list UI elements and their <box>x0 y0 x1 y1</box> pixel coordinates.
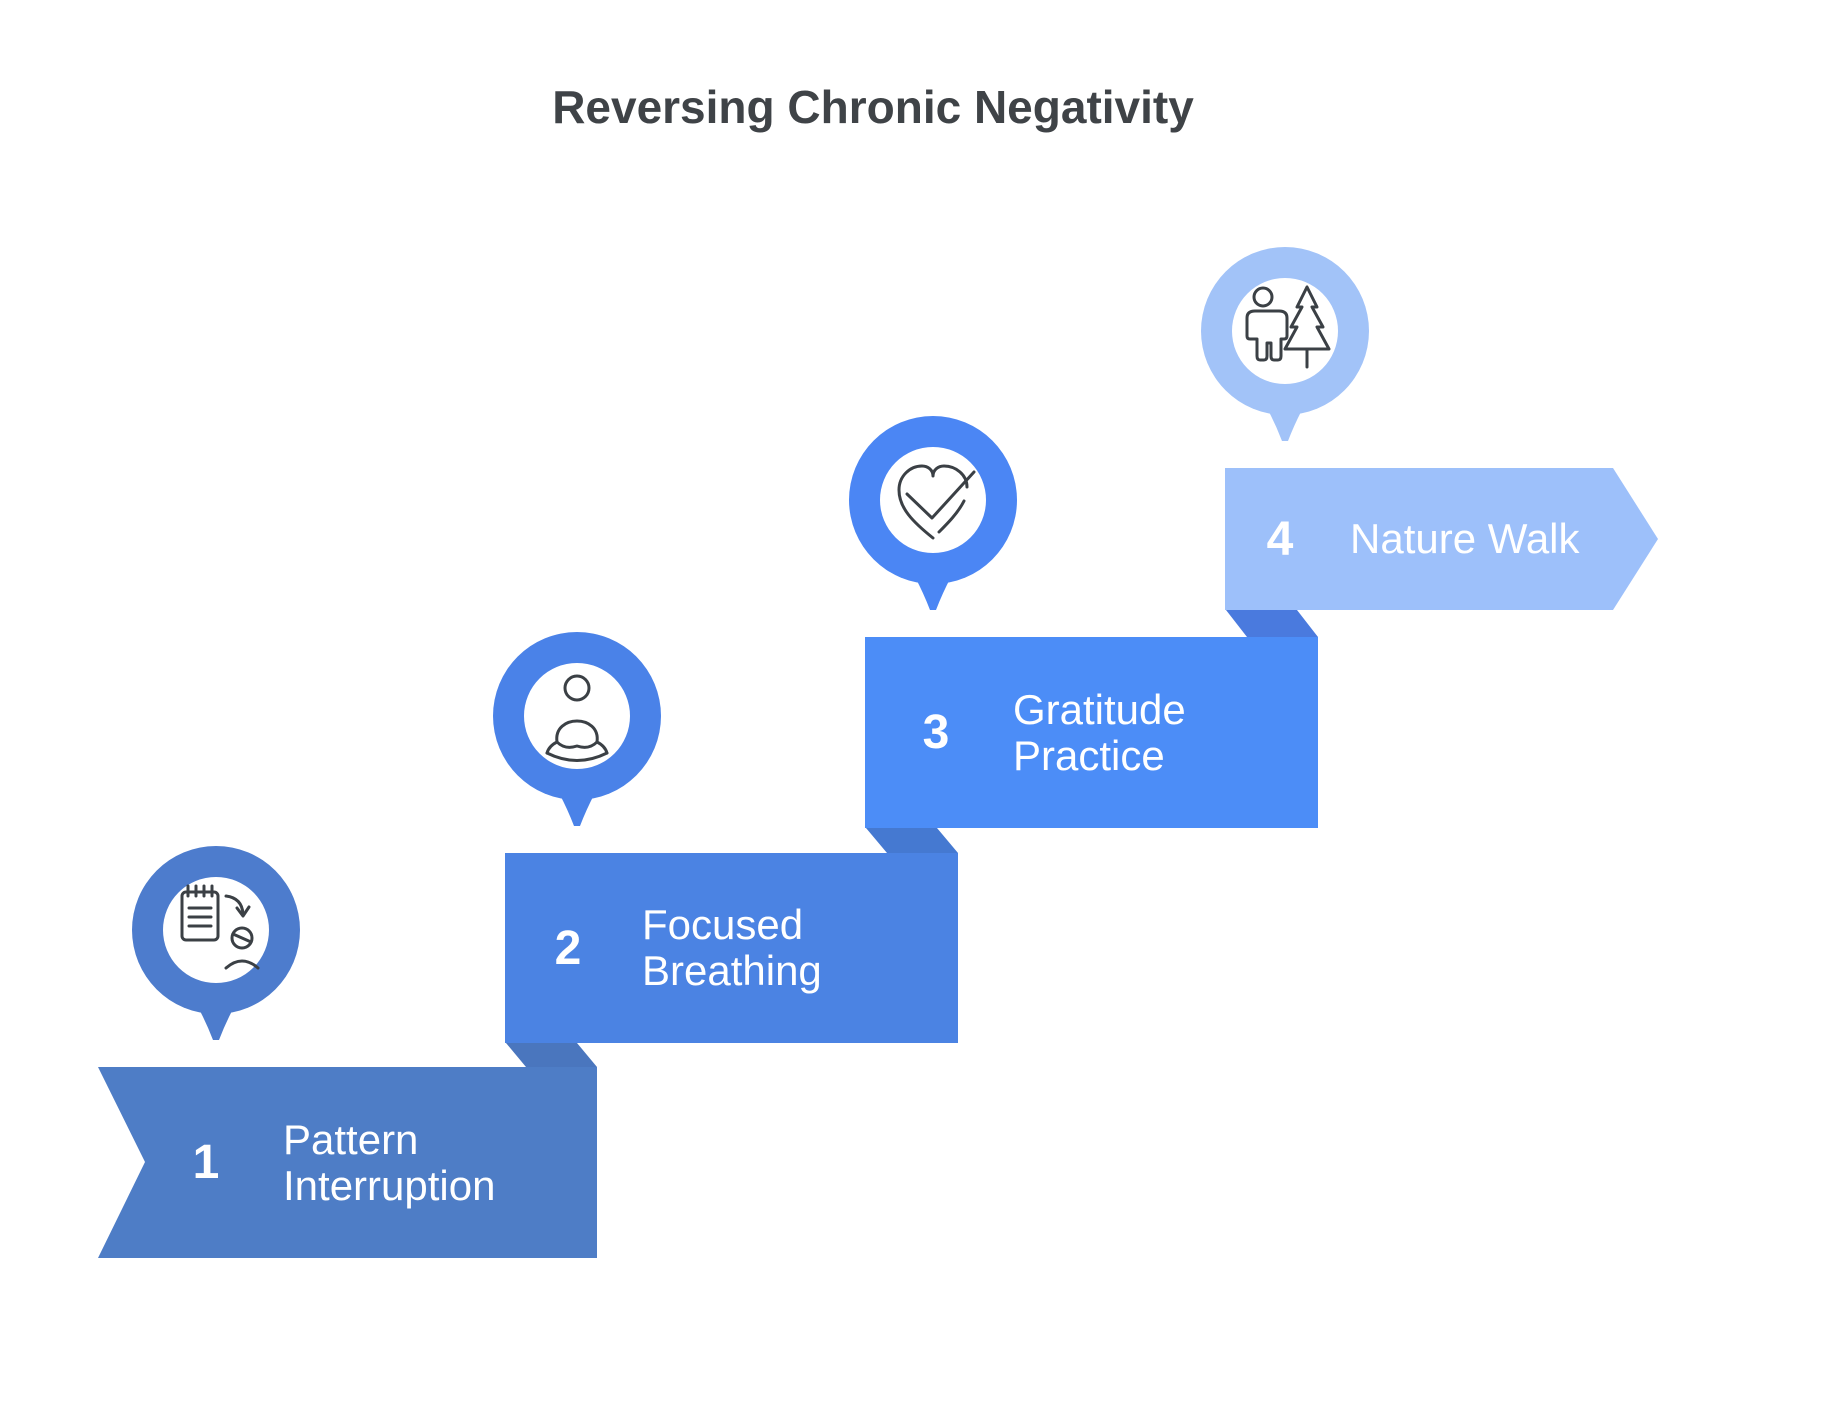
person-pine-tree-icon <box>1245 285 1331 369</box>
step-label: Focused Breathing <box>642 901 822 994</box>
step-number: 1 <box>192 1136 220 1189</box>
step-number: 2 <box>554 921 582 975</box>
step-number: 3 <box>922 706 950 759</box>
heart-checkmark-icon <box>897 464 976 540</box>
step-3-pin <box>849 416 1017 610</box>
page-title: Reversing Chronic Negativity <box>552 81 1194 133</box>
ribbon-fold-2-to-1 <box>506 1043 597 1067</box>
step-box-4: 4 Nature Walk <box>1225 468 1658 610</box>
step-label: Pattern Interruption <box>283 1115 496 1209</box>
step-4-pin <box>1201 247 1369 441</box>
notepad-sad-face-icon <box>180 884 260 970</box>
step-label: Gratitude Practice <box>1013 685 1186 779</box>
step-label: Nature Walk <box>1350 515 1580 562</box>
step-box-1: 1 Pattern Interruption <box>98 1067 597 1258</box>
ribbon-fold-3-to-2 <box>866 828 958 853</box>
ribbon-fold-4-to-3 <box>1226 610 1318 637</box>
step-2-pin <box>493 632 661 826</box>
step-box-2: 2 Focused Breathing <box>505 853 958 1043</box>
meditation-pose-icon <box>545 674 609 762</box>
step-1-pin <box>132 846 300 1040</box>
step-number: 4 <box>1266 512 1294 566</box>
step-box-3: 3 Gratitude Practice <box>865 637 1318 828</box>
